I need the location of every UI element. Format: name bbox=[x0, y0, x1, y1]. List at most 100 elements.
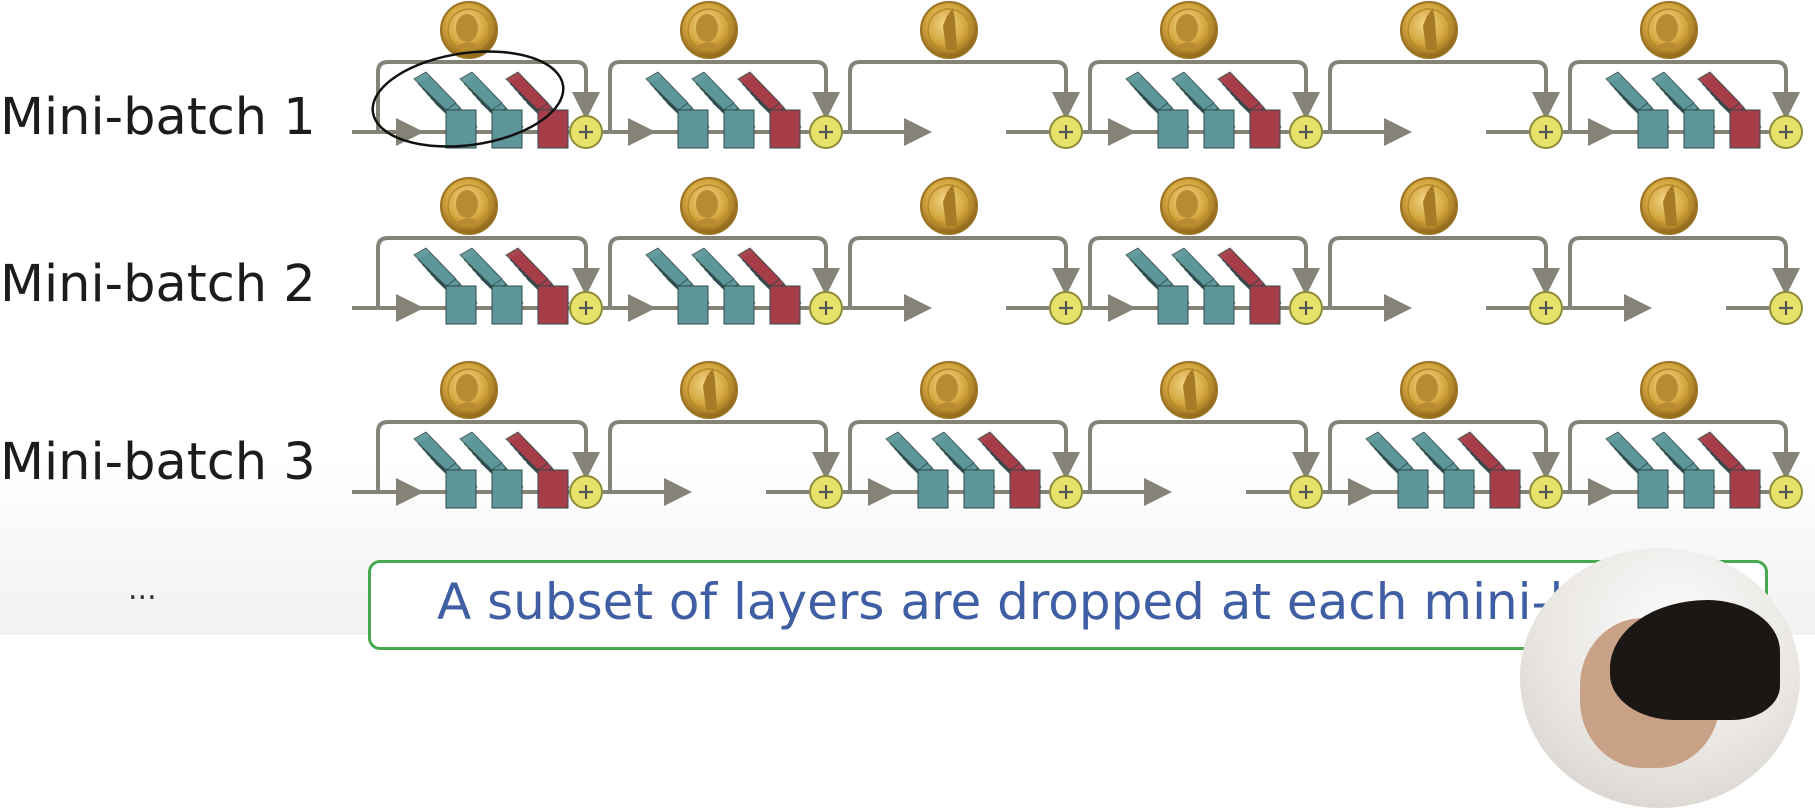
teal-block-front bbox=[963, 469, 995, 509]
skip-connection bbox=[848, 60, 1080, 132]
plus-node bbox=[1769, 291, 1803, 325]
coin-inner-ring bbox=[1647, 368, 1691, 412]
plus-sign bbox=[1059, 301, 1073, 315]
coin-portrait-head bbox=[1176, 14, 1198, 42]
plus-node bbox=[809, 291, 843, 325]
washington-coin bbox=[1640, 361, 1698, 419]
block-slab bbox=[1697, 71, 1741, 111]
plus-node bbox=[1289, 115, 1323, 149]
plus-sign bbox=[819, 301, 833, 315]
block-slab bbox=[1217, 71, 1261, 111]
coin-inner-ring bbox=[1647, 8, 1691, 52]
red-block-front bbox=[1249, 285, 1281, 325]
block-slab bbox=[505, 431, 549, 471]
liberty-coin bbox=[1400, 1, 1458, 59]
block-slab bbox=[1605, 431, 1649, 471]
block-slab bbox=[885, 431, 929, 471]
coin-inner-ring bbox=[1407, 8, 1451, 52]
coin-liberty-figure bbox=[943, 184, 957, 226]
plus-node bbox=[1529, 115, 1563, 149]
residual-block bbox=[413, 431, 570, 509]
teal-block-front bbox=[1157, 109, 1189, 149]
block-slab bbox=[691, 71, 735, 111]
skip-connection bbox=[1568, 420, 1800, 492]
red-block-front bbox=[537, 469, 569, 509]
block-slab bbox=[1217, 247, 1261, 287]
block-slab bbox=[931, 431, 975, 471]
coin-portrait-head bbox=[456, 14, 478, 42]
coin-inner-ring bbox=[687, 184, 731, 228]
teal-block-front bbox=[1397, 469, 1429, 509]
stochastic-depth-diagram bbox=[352, 1, 1803, 509]
red-block-front bbox=[1249, 109, 1281, 149]
coin-portrait-head bbox=[1416, 374, 1438, 402]
block-slab bbox=[1605, 71, 1649, 111]
liberty-coin bbox=[920, 177, 978, 235]
skip-connection bbox=[1568, 60, 1800, 132]
skip-connection bbox=[848, 420, 1080, 492]
washington-coin bbox=[1160, 1, 1218, 59]
teal-block-front bbox=[491, 109, 523, 149]
skip-connection bbox=[1088, 236, 1320, 308]
plus-sign bbox=[1059, 485, 1073, 499]
block-slab bbox=[1125, 247, 1169, 287]
block-slab bbox=[459, 247, 503, 287]
red-block-front bbox=[537, 285, 569, 325]
plus-node bbox=[1049, 115, 1083, 149]
coin-liberty-figure bbox=[1663, 184, 1677, 226]
liberty-coin bbox=[1640, 177, 1698, 235]
block-slab bbox=[459, 71, 503, 111]
plus-sign bbox=[1779, 485, 1793, 499]
block-slab bbox=[645, 71, 689, 111]
coin-portrait-head bbox=[1176, 190, 1198, 218]
plus-node bbox=[1049, 475, 1083, 509]
skip-connection bbox=[1328, 420, 1560, 492]
coin-liberty-figure bbox=[943, 8, 957, 50]
coin-portrait-shoulders bbox=[455, 42, 483, 48]
teal-block-front bbox=[1203, 285, 1235, 325]
skip-connection bbox=[1328, 60, 1560, 132]
red-block-front bbox=[537, 109, 569, 149]
coin-portrait-head bbox=[696, 14, 718, 42]
coin-liberty-figure bbox=[1423, 184, 1437, 226]
block-slab bbox=[505, 247, 549, 287]
residual-block bbox=[1605, 71, 1762, 149]
plus-node bbox=[1769, 115, 1803, 149]
coin-portrait-shoulders bbox=[1175, 218, 1203, 224]
washington-coin bbox=[920, 361, 978, 419]
plus-node bbox=[569, 475, 603, 509]
coin-inner-ring bbox=[687, 8, 731, 52]
washington-coin bbox=[440, 177, 498, 235]
skip-connection bbox=[1328, 236, 1560, 308]
coin-liberty-figure bbox=[1423, 8, 1437, 50]
washington-coin bbox=[1400, 361, 1458, 419]
coin-inner-ring bbox=[687, 368, 731, 412]
plus-sign bbox=[579, 301, 593, 315]
block-slab bbox=[737, 71, 781, 111]
plus-sign bbox=[579, 125, 593, 139]
washington-coin bbox=[440, 1, 498, 59]
coin-portrait-shoulders bbox=[1415, 402, 1443, 408]
plus-sign bbox=[1299, 125, 1313, 139]
block-slab bbox=[977, 431, 1021, 471]
coin-inner-ring bbox=[1407, 368, 1451, 412]
coin-inner-ring bbox=[927, 184, 971, 228]
teal-block-front bbox=[445, 285, 477, 325]
teal-block-front bbox=[677, 109, 709, 149]
teal-block-front bbox=[1157, 285, 1189, 325]
block-slab bbox=[459, 431, 503, 471]
coin-portrait-shoulders bbox=[455, 218, 483, 224]
residual-block bbox=[413, 71, 570, 149]
plus-sign bbox=[819, 485, 833, 499]
red-block-front bbox=[1729, 109, 1761, 149]
plus-node bbox=[1289, 291, 1323, 325]
coin-portrait-shoulders bbox=[455, 402, 483, 408]
residual-block bbox=[1605, 431, 1762, 509]
caption-text: A subset of layers are dropped at each m… bbox=[437, 573, 1691, 631]
plus-sign bbox=[1299, 485, 1313, 499]
block-slab bbox=[1651, 431, 1695, 471]
skip-connection bbox=[608, 60, 840, 132]
washington-coin bbox=[440, 361, 498, 419]
teal-block-front bbox=[1443, 469, 1475, 509]
residual-block bbox=[1125, 247, 1282, 325]
